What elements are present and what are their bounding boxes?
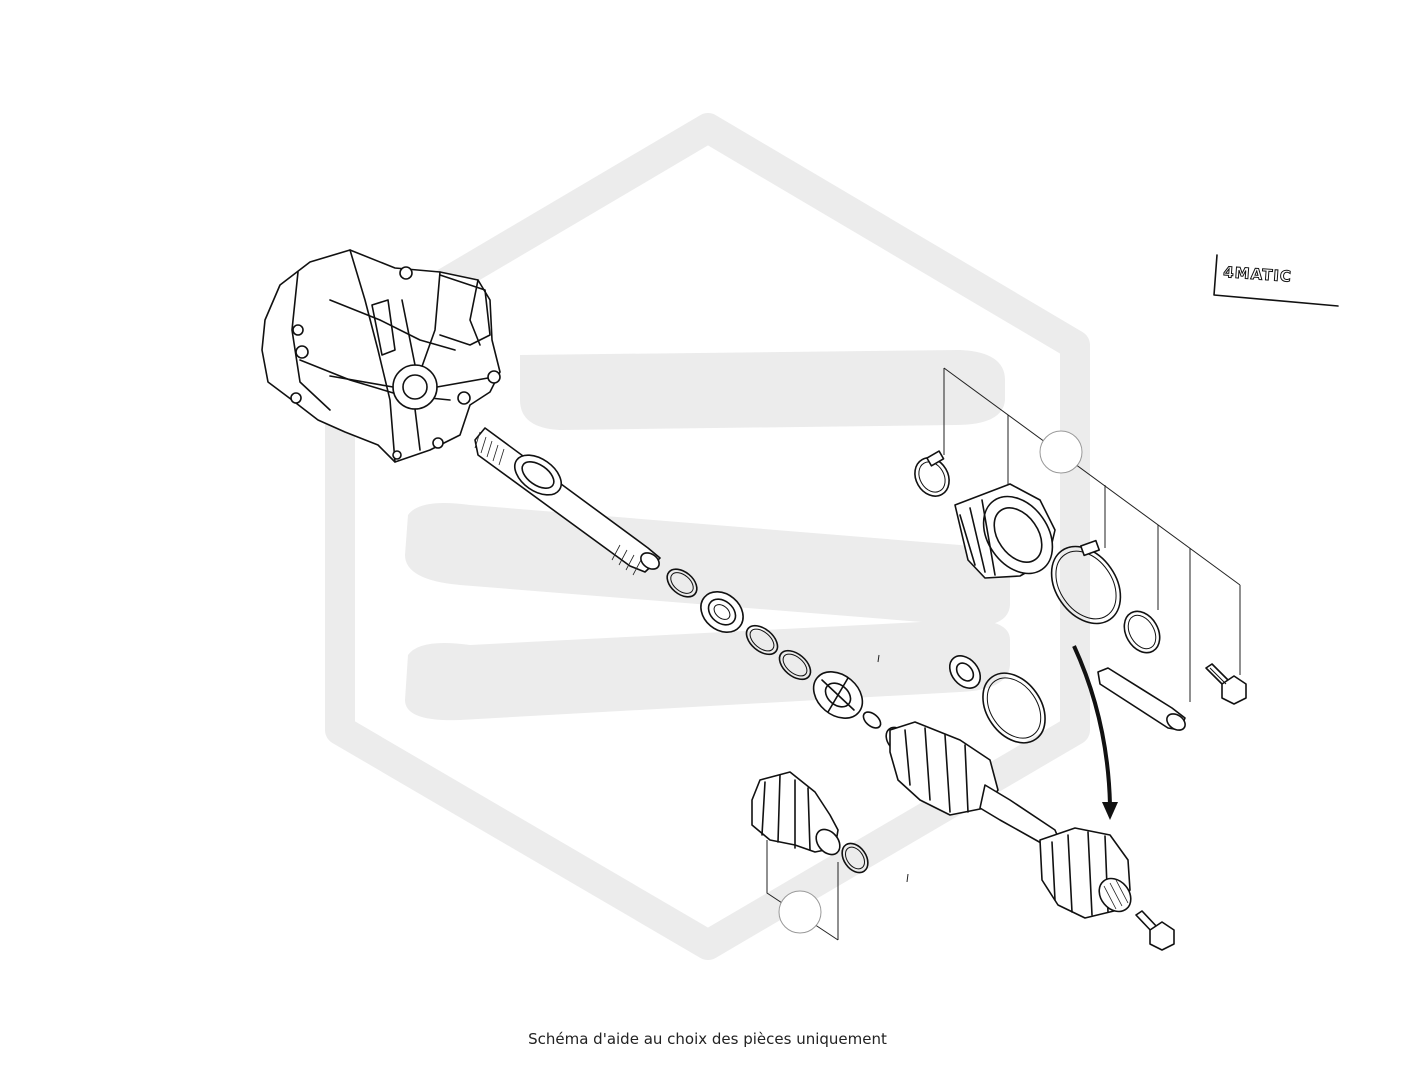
- differential-housing: [261, 249, 501, 463]
- tick-marks: [877, 654, 909, 883]
- hex-bolt-top: [1205, 663, 1247, 705]
- drive-shaft-assembly: [885, 721, 1132, 919]
- leader-lines-bottom: [766, 840, 839, 941]
- callout-circle-top[interactable]: [1039, 430, 1083, 474]
- callout-circle-bottom[interactable]: [778, 890, 822, 934]
- castle-nut: [948, 655, 982, 689]
- diagram-footnote: Schéma d'aide au choix des pièces unique…: [528, 1030, 887, 1048]
- boot-clamp-ring: [841, 842, 869, 874]
- snap-ring-2: [745, 624, 779, 656]
- cv-boot-inner: [954, 483, 1056, 579]
- grease-tube: [1097, 667, 1186, 731]
- snap-ring-1: [666, 568, 698, 598]
- leader-lines-top: [943, 367, 1241, 702]
- boot-band: [1050, 539, 1122, 625]
- tripod-joint: [812, 671, 864, 719]
- retaining-ring: [1123, 610, 1161, 654]
- small-circlip: [862, 711, 882, 729]
- snap-ring-3: [778, 649, 812, 681]
- cv-boot-outer: [751, 771, 841, 856]
- o-ring: [982, 672, 1046, 744]
- intermediate-shaft: [474, 427, 661, 576]
- direction-arrow: [1072, 645, 1118, 820]
- hose-clamp: [914, 450, 950, 497]
- ball-bearing: [700, 590, 744, 634]
- badge-frame: [1213, 254, 1339, 307]
- hex-bolt-bottom: [1135, 910, 1175, 951]
